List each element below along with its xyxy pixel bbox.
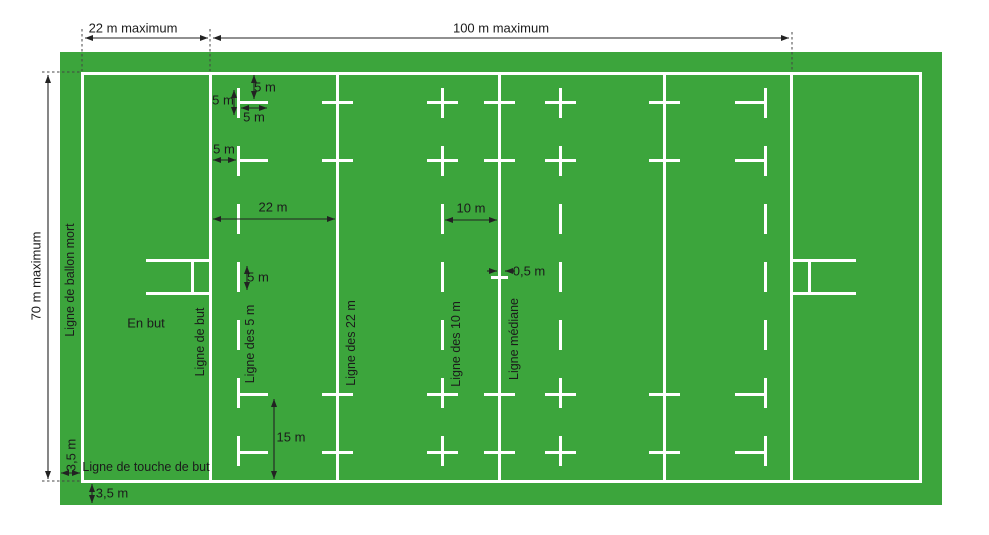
ten-m-line-right [559,88,562,466]
label-field-width: 70 m maximum [28,231,44,321]
hash-mark [735,451,766,454]
hash-mark [237,159,268,162]
label-dim-5m-touchline: 5 m [254,79,276,95]
hash-mark [427,393,458,396]
hash-mark [545,451,576,454]
label-dim-10m: 10 m [456,200,486,216]
hash-mark [735,101,766,104]
hash-mark [237,393,268,396]
label-field-length: 100 m maximum [452,20,550,36]
hash-mark [649,159,680,162]
label-goal-line: Ligne de but [192,307,207,377]
label-dim-3half-m-left: 3,5 m [63,438,79,472]
hash-mark [484,101,515,104]
hash-mark [484,393,515,396]
ten-m-line-left [441,88,444,466]
label-five-m-line: Ligne des 5 m [242,304,257,384]
label-dim-15m: 15 m [276,429,306,445]
centre-mark [491,276,508,279]
label-ten-m-line: Ligne des 10 m [448,301,463,387]
label-dim-5m-dash: 5 m [212,92,234,108]
hash-mark [545,159,576,162]
label-dim-5m-bar: 5 m [243,109,265,125]
hash-mark [484,451,515,454]
hash-mark [484,159,515,162]
hash-mark [649,101,680,104]
goal-post-right-bottom-bar [790,292,856,295]
goal-post-left-top-bar [146,259,212,262]
hash-mark [649,451,680,454]
label-dead-ball-line: Ligne de ballon mort [62,223,77,337]
five-m-line-left [237,88,240,466]
hash-mark [237,451,268,454]
hash-mark [545,101,576,104]
goal-line-left [209,73,212,482]
label-dim-5m-gap: 5 m [247,269,269,285]
hash-mark [735,393,766,396]
hash-mark [735,159,766,162]
goal-post-left-crossbar [191,259,194,295]
goal-post-right-crossbar [808,259,811,295]
field-perimeter-lines [81,72,922,483]
hash-mark [649,393,680,396]
label-in-goal: En but [127,315,165,331]
label-twenty-two-m-line: Ligne des 22 m [343,300,358,386]
label-ingoal-width: 22 m maximum [88,20,178,36]
goal-line-right [790,73,793,482]
label-dim-22m: 22 m [258,199,288,215]
hash-mark [322,393,353,396]
five-m-line-right [764,88,767,466]
hash-mark [322,101,353,104]
hash-mark [427,451,458,454]
label-dim-5m-goal: 5 m [213,141,235,157]
hash-mark [427,101,458,104]
twenty-two-m-line-right [663,73,666,482]
label-goal-touch-line: Ligne de touche de but [82,459,210,474]
label-dim-3half-m-bottom: 3,5 m [95,485,129,501]
label-dim-half-m: 0,5 m [512,263,546,279]
hash-mark [322,451,353,454]
goal-post-right-top-bar [790,259,856,262]
hash-mark [545,393,576,396]
twenty-two-m-line-left [336,73,339,482]
hash-mark [322,159,353,162]
hash-mark [237,101,268,104]
label-median-line: Ligne médiane [506,297,521,381]
goal-post-left-bottom-bar [146,292,212,295]
hash-mark [427,159,458,162]
